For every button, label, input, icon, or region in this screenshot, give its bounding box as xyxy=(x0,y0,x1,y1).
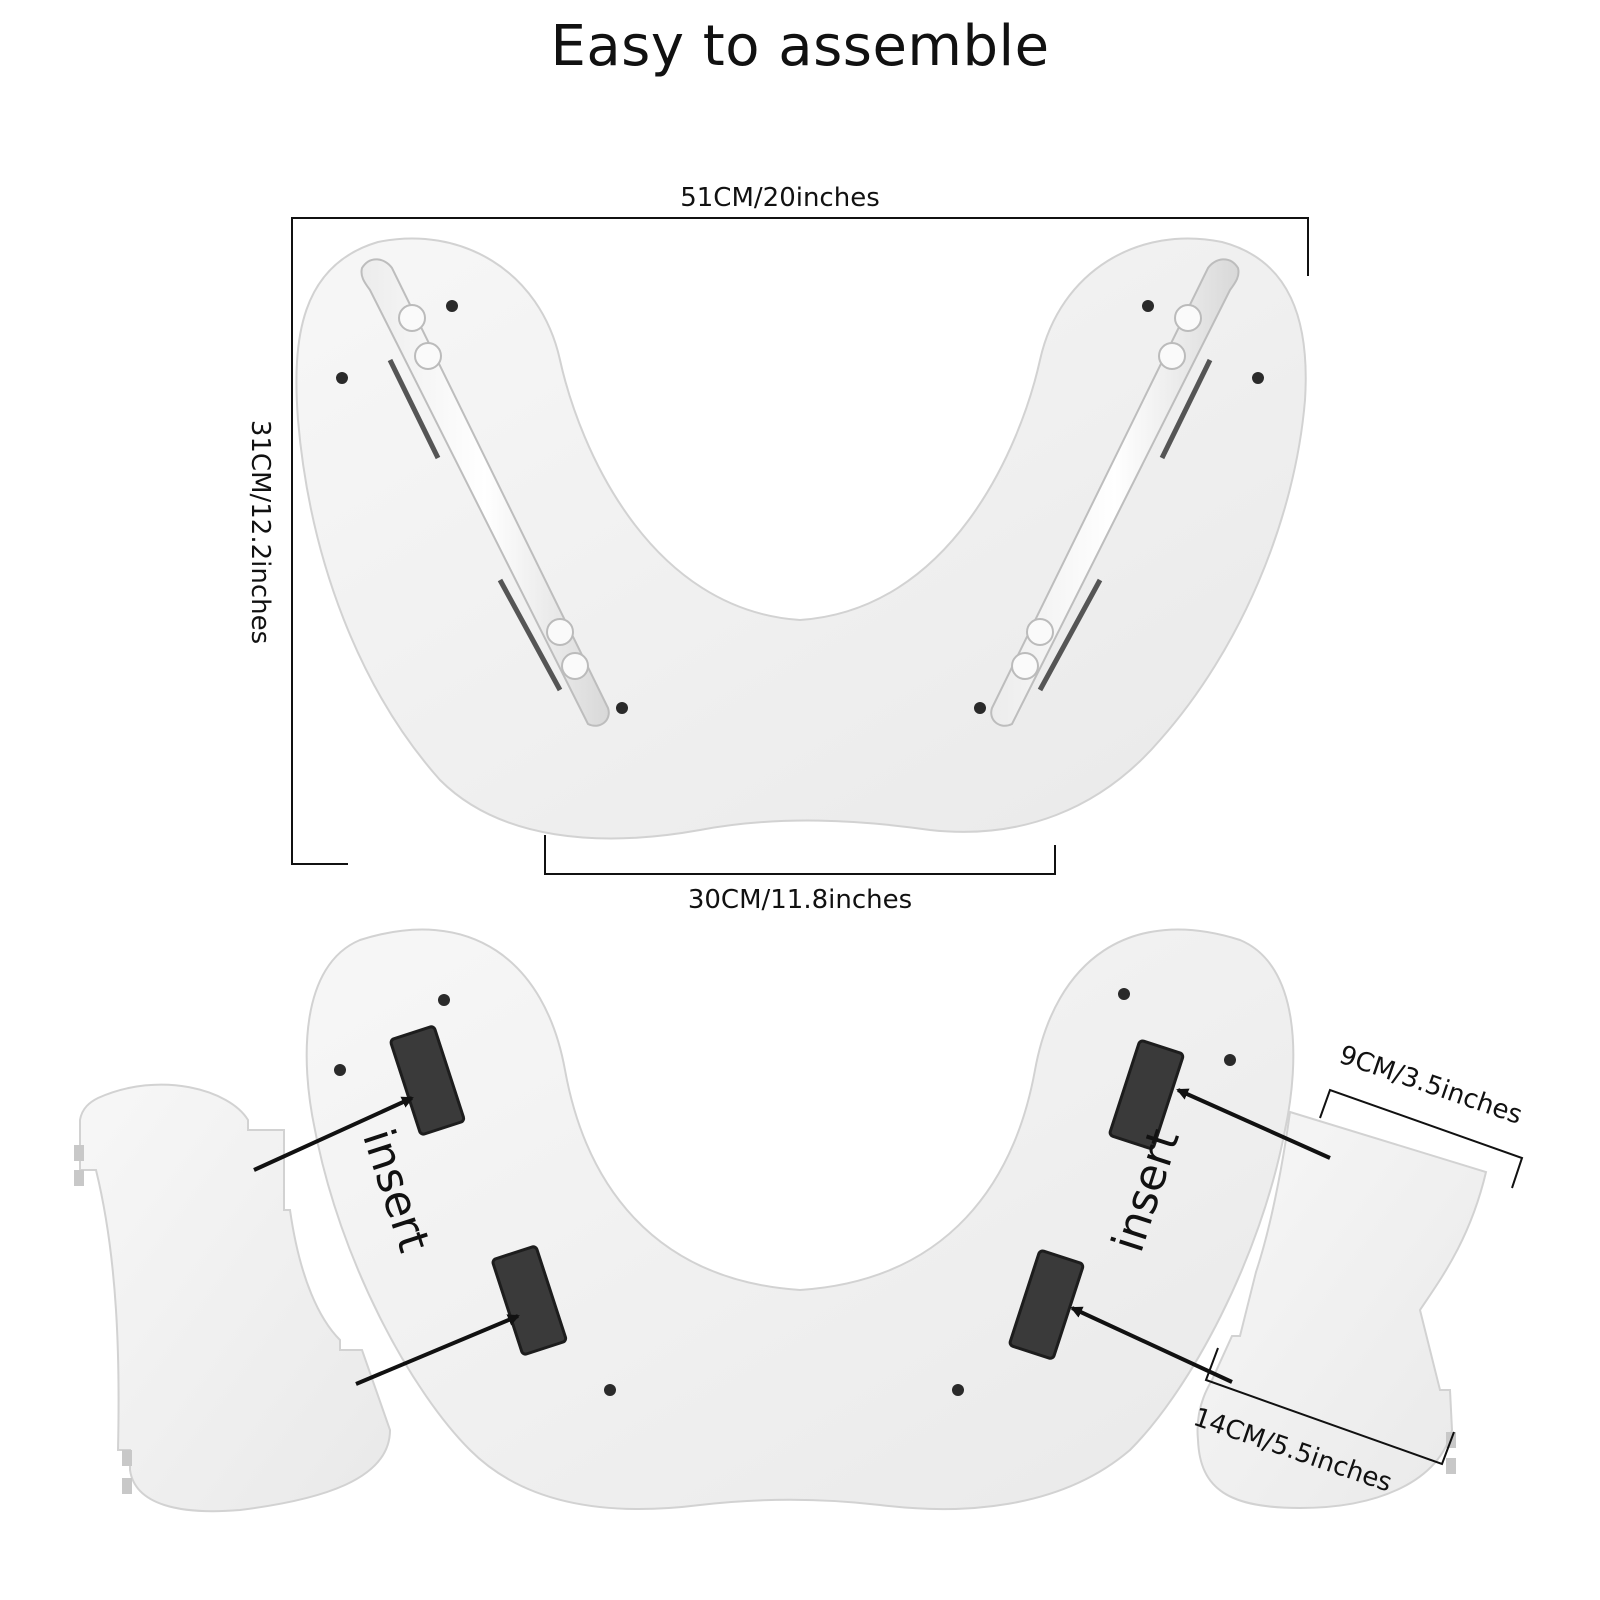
left-panel-tab xyxy=(122,1478,132,1494)
screw-icon xyxy=(952,1384,964,1396)
screw-icon xyxy=(1224,1054,1236,1066)
bottom-width-dimension-line xyxy=(544,835,1056,875)
slot-right-upper xyxy=(1108,1039,1185,1150)
right-rail-knob xyxy=(1026,618,1054,646)
screw-icon xyxy=(1118,988,1130,1000)
right-rail-slot-upper xyxy=(1159,358,1213,460)
arrow-left-upper xyxy=(253,1096,414,1172)
right-panel-tab xyxy=(1446,1458,1456,1474)
screw-icons-top xyxy=(336,300,1264,714)
screw-icon xyxy=(616,702,628,714)
screw-icon xyxy=(974,702,986,714)
left-rail-knob xyxy=(561,652,589,680)
top-width-label: 51CM/20inches xyxy=(680,183,880,213)
screw-icon xyxy=(334,1064,346,1076)
page-title: Easy to assemble xyxy=(550,14,1050,79)
left-rail-knob xyxy=(398,304,426,332)
top-width-dimension-line xyxy=(292,217,1309,276)
left-panel-tab xyxy=(74,1170,84,1186)
right-rail-knob xyxy=(1174,304,1202,332)
top-assembled-view: 51CM/20inches 31CM/12.2inches 30CM/11.8i… xyxy=(245,183,1309,915)
screw-icon xyxy=(336,372,348,384)
left-panel-tab xyxy=(122,1450,132,1466)
main-board xyxy=(305,928,1295,1511)
right-rail-knob xyxy=(1158,342,1186,370)
left-rail-knob xyxy=(414,342,442,370)
screw-icon xyxy=(438,994,450,1006)
screw-icon xyxy=(446,300,458,312)
screw-icon xyxy=(1252,372,1264,384)
height-label: 31CM/12.2inches xyxy=(245,420,275,644)
arrow-left-lower xyxy=(355,1314,520,1386)
top-board xyxy=(295,237,1307,840)
slot-left-upper xyxy=(389,1025,466,1136)
screw-icon xyxy=(604,1384,616,1396)
left-rail-slot-lower xyxy=(497,578,563,692)
side-width-dimension xyxy=(1204,1347,1455,1466)
right-rail-slot-lower xyxy=(1037,578,1103,692)
slots xyxy=(389,1025,1185,1360)
left-rail-slot-upper xyxy=(387,358,441,460)
arrow-right-upper xyxy=(1176,1088,1331,1160)
height-dimension-line xyxy=(291,217,348,865)
insert-arrows xyxy=(253,1088,1331,1386)
left-panel-tab xyxy=(74,1145,84,1161)
side-height-label: 9CM/3.5inches xyxy=(1335,1040,1526,1131)
side-height-dimension xyxy=(1319,1088,1524,1189)
left-rail xyxy=(360,258,610,727)
right-rail-knob xyxy=(1011,652,1039,680)
screw-icons-bottom xyxy=(334,988,1236,1396)
screw-icon xyxy=(1142,300,1154,312)
slot-left-lower xyxy=(491,1245,568,1356)
right-side-panel xyxy=(1196,1110,1488,1510)
right-rail xyxy=(990,258,1240,727)
bottom-exploded-view: insert insert 9CM/3.5inches 14CM/5.5inch… xyxy=(74,928,1526,1513)
arrow-right-lower xyxy=(1070,1306,1233,1384)
bottom-width-label: 30CM/11.8inches xyxy=(688,885,912,915)
left-rail-knob xyxy=(546,618,574,646)
left-side-panel xyxy=(79,1083,392,1513)
slot-right-lower xyxy=(1008,1249,1085,1360)
